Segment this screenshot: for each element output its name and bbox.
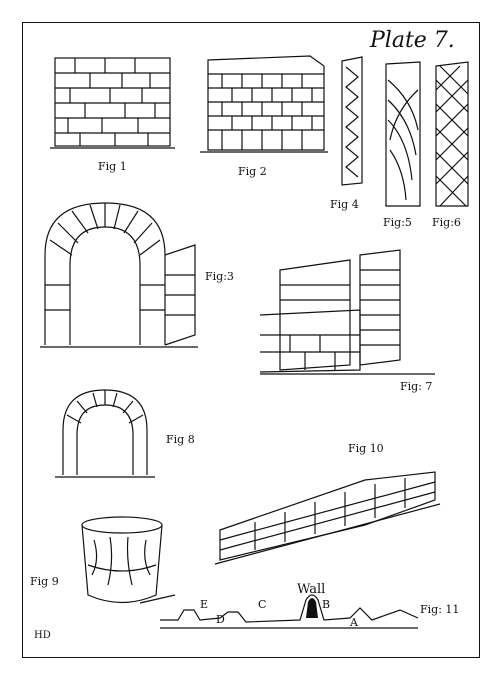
fig10-sloping-wall-drawing [214, 471, 441, 565]
fig8-label: Fig 8 [166, 433, 195, 446]
fig8-small-arch-drawing [55, 389, 155, 478]
fig7-ruined-masonry-drawing [259, 249, 435, 375]
fig1-rubble-wall-drawing [50, 57, 175, 149]
plate-title: Plate 7. [370, 28, 455, 53]
fig5-label: Fig:5 [383, 216, 412, 229]
artist-monogram: HD [34, 630, 51, 641]
fig7-label: Fig: 7 [400, 380, 433, 393]
profile-label-d: D [216, 613, 225, 626]
fig3-label: Fig:3 [205, 270, 234, 283]
profile-label-e: E [200, 598, 209, 611]
fig4-carved-column-drawing [341, 56, 363, 186]
fig11-label: Fig: 11 [420, 603, 460, 616]
plate-frame [22, 22, 480, 658]
profile-wall-label: Wall [297, 582, 326, 597]
fig2-label: Fig 2 [238, 165, 267, 178]
fig11-section-profile-drawing [160, 594, 419, 629]
fig3-ruined-arch-drawing [40, 202, 198, 348]
profile-label-c: C [258, 598, 267, 611]
fig9-corinthian-capital-drawing [81, 516, 176, 604]
fig4-label: Fig 4 [330, 198, 359, 211]
profile-label-b: B [322, 598, 331, 611]
fig6-carved-column-drawing [435, 61, 469, 207]
fig2-brick-wall-drawing [200, 55, 328, 153]
profile-label-a: A [350, 616, 358, 629]
fig9-label: Fig 9 [30, 575, 59, 588]
fig6-label: Fig:6 [432, 216, 461, 229]
fig10-label: Fig 10 [348, 442, 384, 455]
fig5-carved-column-drawing [385, 61, 421, 207]
fig1-label: Fig 1 [98, 160, 127, 173]
